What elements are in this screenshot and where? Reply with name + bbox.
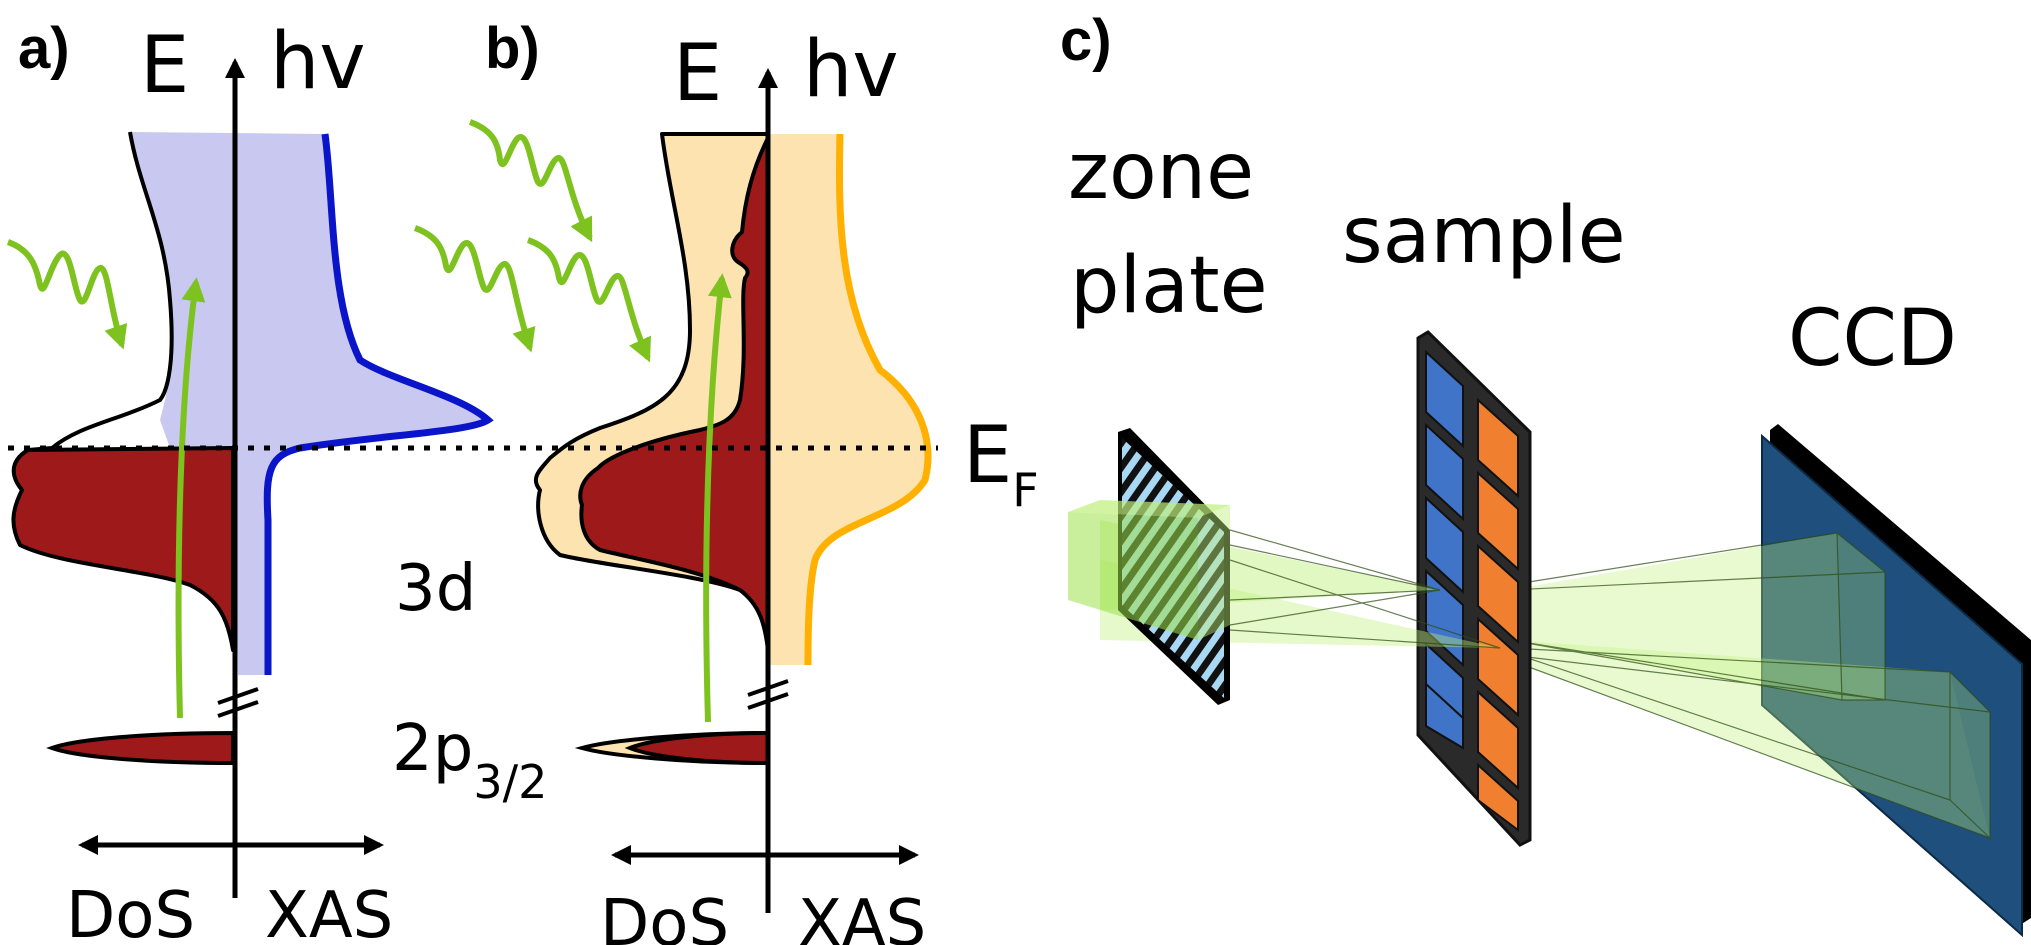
panel-a-dos-outline	[27, 131, 174, 452]
panel-b-photon-icon-1	[468, 119, 593, 243]
incoming-beam-top	[1068, 500, 1230, 518]
sample-label: sample	[1342, 191, 1626, 281]
panel-b-photon-label: hv	[803, 25, 899, 115]
panel-b-xas-curve	[804, 133, 932, 666]
panel-a-xas-curve	[263, 133, 494, 675]
panel-a-core-level	[46, 730, 235, 766]
beam-to-ccd-lower	[1510, 640, 1990, 838]
panel-a-label: a)	[18, 16, 70, 81]
fermi-level-label: EF	[963, 411, 1039, 517]
panel-b-occupied-3d	[578, 136, 770, 652]
panel-a: a) E hv 3d 2p3/2 DoS XAS	[6, 16, 547, 945]
beam-lines	[1509, 532, 1991, 840]
panel-a-occupied-3d	[11, 446, 235, 652]
panel-a-photon-icon	[6, 239, 128, 350]
panel-b-energy-label: E	[673, 29, 722, 119]
panel-b-photon-icon-3	[526, 237, 651, 363]
incoming-beam	[1068, 512, 1198, 640]
panel-b-dos-label: DoS	[600, 887, 729, 945]
panel-b-xas-label: XAS	[798, 887, 926, 945]
panel-a-excitation-arrow	[175, 277, 206, 719]
panel-b-label: b)	[485, 16, 540, 81]
panel-a-unoccupied-fill	[130, 132, 488, 675]
panel-a-band-label: 3d	[395, 552, 476, 626]
panel-c-label: c)	[1060, 8, 1112, 73]
sample-cells	[1425, 349, 1519, 832]
panel-b-excitation-arrow	[703, 273, 732, 723]
panel-c: c) zone plate sample CCD	[1060, 8, 2031, 938]
panel-a-axis-break	[217, 687, 259, 705]
beam-to-ccd-upper	[1510, 533, 1842, 700]
panel-b: b) E hv DoS XAS	[413, 16, 932, 945]
panel-b-axis-break	[747, 679, 789, 697]
ccd-detector	[1761, 433, 2023, 938]
panel-a-dos-label: DoS	[66, 879, 195, 945]
zone-plate-label-line1: zone	[1068, 127, 1254, 217]
panel-b-unoccupied-fill	[662, 134, 928, 665]
zone-plate-label-line2: plate	[1070, 241, 1268, 331]
panel-a-energy-label: E	[140, 21, 189, 111]
panel-b-core-level	[624, 730, 770, 766]
panel-a-photon-label: hv	[270, 17, 366, 107]
ccd-label: CCD	[1788, 294, 1957, 384]
panel-a-xas-label: XAS	[265, 879, 393, 945]
panel-a-core-label: 2p3/2	[392, 712, 547, 809]
panel-b-photon-icon-2	[413, 225, 536, 353]
